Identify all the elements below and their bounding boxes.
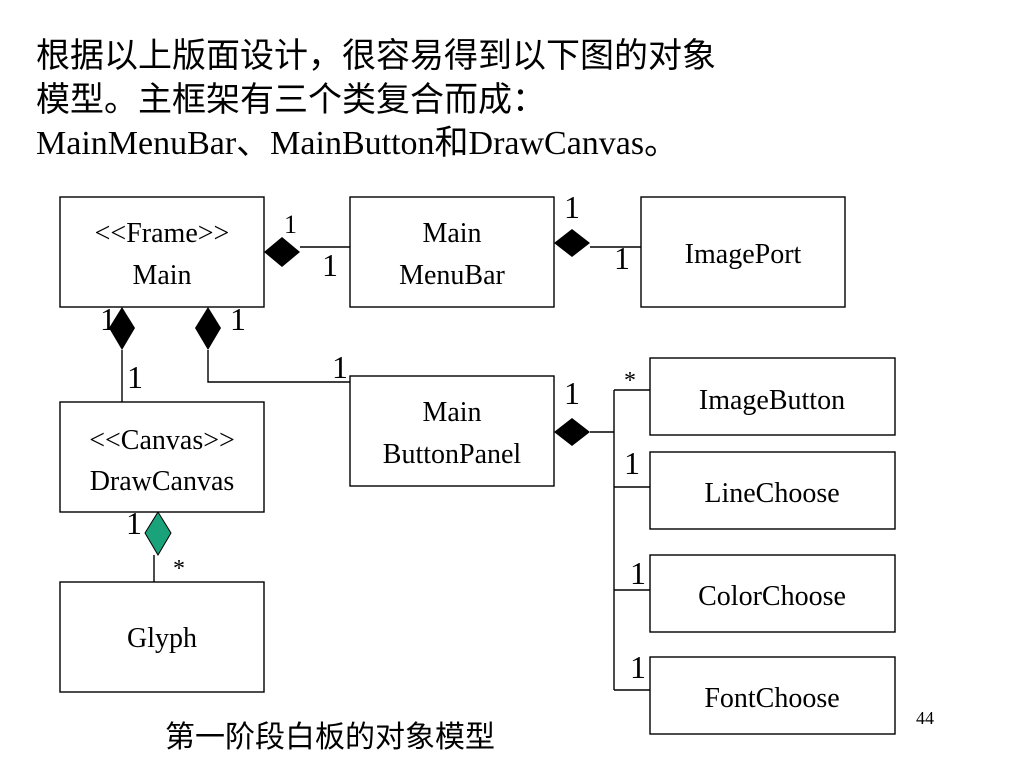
mult-fontchoose: 1: [630, 649, 646, 685]
mult-main-canvas-whole: 1: [100, 301, 116, 337]
class-main-name: Main: [132, 260, 191, 291]
mult-main-panel-whole: 1: [230, 301, 246, 337]
mult-imagebutton: *: [624, 368, 636, 394]
main-menubar-diamond: [264, 237, 300, 267]
class-buttonpanel-line2: ButtonPanel: [383, 439, 522, 470]
mult-canvas-glyph-part: *: [173, 556, 185, 582]
class-glyph-name: Glyph: [127, 623, 197, 654]
mult-main-menubar-part: 1: [322, 247, 338, 283]
class-imagebutton: ImageButton: [649, 357, 896, 436]
class-main: <<Frame>> Main: [59, 196, 265, 308]
mult-colorchoose: 1: [630, 555, 646, 591]
diagram-caption: 第一阶段白板的对象模型: [165, 720, 495, 755]
class-buttonpanel-line1: Main: [422, 397, 481, 428]
class-glyph: Glyph: [59, 581, 265, 693]
mult-main-menubar-whole: 1: [284, 210, 297, 239]
main-buttonpanel-link: [207, 350, 350, 383]
class-colorchoose-name: ColorChoose: [698, 581, 846, 612]
class-imagebutton-name: ImageButton: [699, 385, 845, 416]
mult-linechoose: 1: [624, 445, 640, 481]
main-buttonpanel-diamond: [195, 307, 221, 350]
mult-main-panel-part: 1: [332, 349, 348, 385]
intro-text: 根据以上版面设计，很容易得到以下图的对象 模型。主框架有三个类复合而成： Mai…: [36, 34, 936, 166]
class-mainmenubar: Main MenuBar: [349, 196, 555, 308]
mult-menubar-imageport-part: 1: [614, 240, 630, 276]
class-menubar-line1: Main: [422, 218, 481, 249]
page-number: 44: [916, 708, 934, 728]
connectors: [121, 246, 650, 691]
class-fontchoose-name: FontChoose: [704, 683, 839, 714]
class-main-stereotype: <<Frame>>: [95, 218, 230, 249]
class-imageport-name: ImagePort: [685, 239, 802, 270]
class-colorchoose: ColorChoose: [649, 554, 896, 633]
class-linechoose-name: LineChoose: [704, 478, 839, 509]
multiplicity-labels: 1 1 1 1 1 1 1 1 1 * 1 1 1 1 *: [100, 189, 646, 685]
mult-menubar-imageport-whole: 1: [564, 189, 580, 225]
class-mainbuttonpanel: Main ButtonPanel: [349, 375, 555, 487]
drawcanvas-glyph-diamond: [144, 511, 172, 556]
intro-line-1: 根据以上版面设计，很容易得到以下图的对象: [36, 36, 716, 76]
class-fontchoose: FontChoose: [649, 656, 896, 735]
mult-canvas-glyph-whole: 1: [126, 505, 142, 541]
intro-line-2: 模型。主框架有三个类复合而成：: [36, 80, 546, 120]
class-drawcanvas-name: DrawCanvas: [90, 466, 235, 497]
class-drawcanvas: <<Canvas>> DrawCanvas: [59, 401, 265, 513]
main-drawcanvas-diamond: [109, 307, 135, 350]
class-drawcanvas-stereotype: <<Canvas>>: [89, 425, 235, 456]
composition-diamonds: [109, 229, 590, 556]
menubar-imageport-diamond: [554, 229, 590, 257]
buttonpanel-diamond: [554, 418, 590, 446]
class-menubar-line2: MenuBar: [399, 260, 505, 291]
mult-main-canvas-part: 1: [127, 359, 143, 395]
class-linechoose: LineChoose: [649, 451, 896, 530]
mult-panel-parts-whole: 1: [564, 375, 580, 411]
intro-line-3: MainMenuBar、MainButton和DrawCanvas。: [36, 125, 679, 162]
class-imageport: ImagePort: [640, 196, 846, 308]
